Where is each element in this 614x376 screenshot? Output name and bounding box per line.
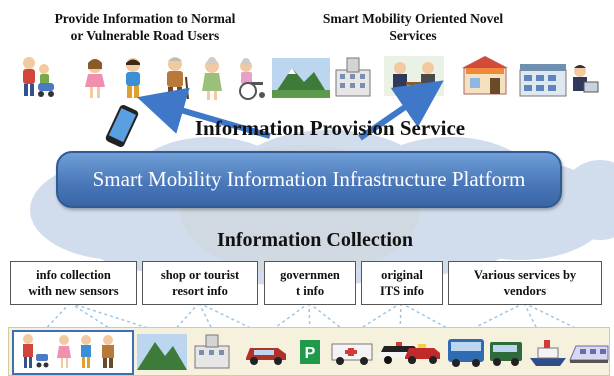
provision-service-title: Information Provision Service [194,116,466,140]
arrow-to-users [136,87,271,139]
collection-title: Information Collection [216,229,414,251]
wheelchair-user-icon [239,58,265,100]
source-box-sensors: info collection with new sensors [10,261,137,305]
arrow-to-services [358,80,444,141]
bus-icon [448,339,484,367]
source-label: original ITS info [379,268,425,298]
government-building-icon [194,334,230,369]
source-label: info collection with new sensors [28,268,119,298]
government-building-icon [335,57,371,97]
train-icon [569,345,609,363]
source-label: governmen t info [280,268,340,298]
svg-text:P: P [305,345,316,362]
platform-banner: Smart Mobility Information Infrastructur… [56,151,562,208]
source-label: shop or tourist resort info [160,268,240,298]
elderly-woman-icon [202,57,222,100]
shop-icon [462,56,508,95]
source-label: Various services by vendors [473,268,577,298]
mountain-resort-icon [137,334,187,370]
office-worker-icon [573,65,599,93]
boy-icon [126,58,140,98]
source-box-its: original ITS info [361,261,443,305]
taxi-icon [405,344,440,364]
family-group-icon [23,334,114,368]
vulnerable-users-heading: Provide Information to Normal or Vulnera… [54,11,236,43]
mountain-resort-icon [272,58,330,98]
source-box-government: governmen t info [264,261,356,305]
source-box-vendors: Various services by vendors [448,261,602,305]
family-with-stroller-icon [23,57,54,97]
girl-icon [85,59,105,98]
office-building-icon [519,64,567,97]
ship-icon [530,340,566,366]
van-icon [490,342,522,366]
ambulance-icon [331,343,373,365]
parking-sign-icon: P [300,340,320,364]
car-icon [246,348,286,365]
source-box-shop-tourist: shop or tourist resort info [142,261,258,305]
smartphone-icon [105,104,139,148]
novel-services-heading: Smart Mobility Oriented Novel Services [322,11,504,43]
